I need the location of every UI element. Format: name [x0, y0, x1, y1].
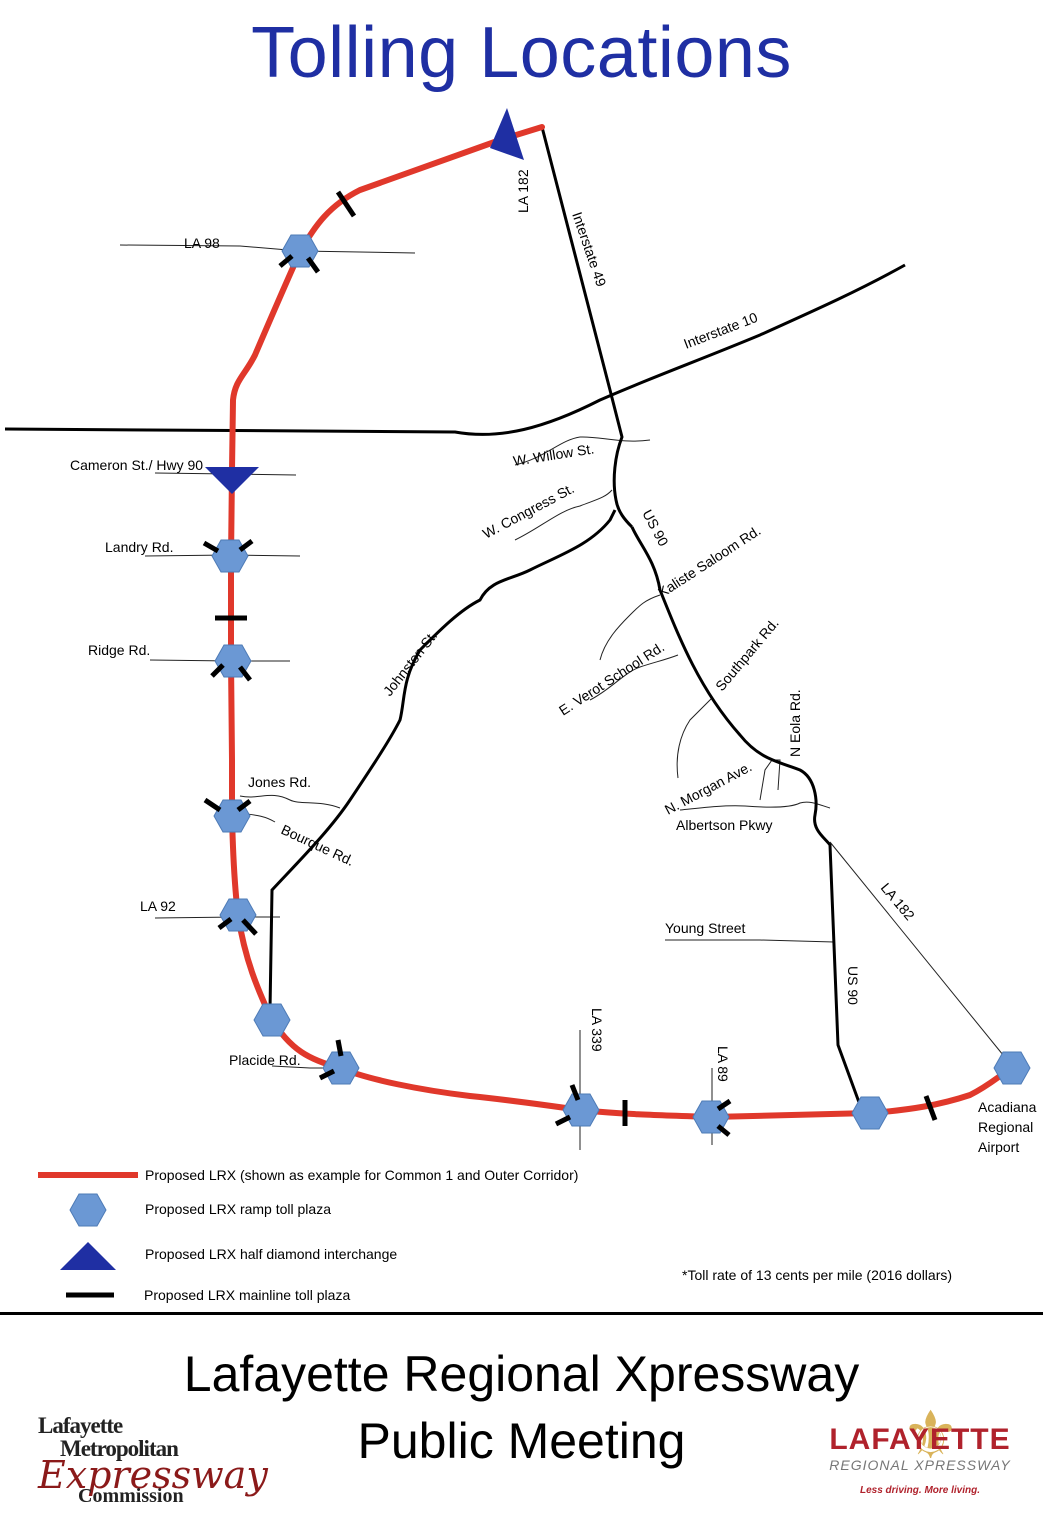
label-johnston: Johnston St.	[380, 628, 441, 699]
major-roads	[4, 126, 906, 1106]
us-90	[630, 526, 862, 1106]
label-i49: Interstate 49	[569, 210, 610, 289]
la98-line	[119, 244, 416, 254]
lrx-route	[228, 124, 1015, 1121]
label-airport-3: Airport	[978, 1139, 1019, 1155]
label-eola: N Eola Rd.	[787, 689, 803, 757]
plaza-landry[interactable]	[211, 539, 249, 573]
footer-title-line2: Public Meeting	[357, 1413, 686, 1469]
label-us90-north: US 90	[639, 507, 671, 549]
legend-interchange-label: Proposed LRX half diamond interchange	[145, 1246, 397, 1262]
label-young: Young Street	[665, 920, 746, 936]
label-la182-north: LA 182	[515, 169, 531, 213]
verot-line	[589, 654, 679, 701]
label-i10: Interstate 10	[681, 309, 760, 352]
kaliste-line	[599, 594, 661, 661]
label-la98: LA 98	[184, 235, 220, 251]
young-line	[665, 939, 835, 943]
legend-ramp-label: Proposed LRX ramp toll plaza	[145, 1201, 331, 1217]
label-us90-south: US 90	[845, 966, 861, 1005]
mainline-airport[interactable]	[923, 1095, 938, 1121]
label-verot: E. Verot School Rd.	[556, 639, 667, 719]
interchange-cameron[interactable]	[205, 467, 259, 494]
legend-mainline-label: Proposed LRX mainline toll plaza	[144, 1287, 350, 1303]
southpark-line	[676, 697, 713, 779]
label-bourque: Bourque Rd.	[279, 821, 357, 869]
la92-line	[154, 916, 280, 919]
label-airport-2: Regional	[978, 1119, 1033, 1135]
legend-interchange-swatch	[60, 1242, 116, 1270]
label-la92: LA 92	[140, 898, 176, 914]
albertson-line	[679, 801, 831, 811]
ramp-toll-plazas	[211, 234, 1031, 1134]
label-albertson: Albertson Pkwy	[676, 817, 772, 833]
plaza-airport[interactable]	[993, 1051, 1031, 1085]
label-jones: Jones Rd.	[248, 774, 311, 790]
interstate-49	[540, 126, 634, 529]
willow-line	[514, 436, 651, 466]
eola-line	[759, 759, 781, 801]
label-cameron: Cameron St./ Hwy 90	[70, 457, 203, 473]
label-airport-1: Acadiana	[978, 1099, 1037, 1115]
footer-title-line1: Lafayette Regional Xpressway	[183, 1346, 860, 1402]
road-labels: LA 98 LA 182 Interstate 49 Interstate 10…	[70, 169, 1037, 1155]
label-la182-south: LA 182	[878, 880, 918, 924]
label-landry: Landry Rd.	[105, 539, 173, 555]
lrx-logo: ⚜ LAFAYETTE REGIONAL XPRESSWAY Less driv…	[815, 1395, 1025, 1505]
la182-south-line	[829, 841, 1013, 1067]
label-morgan: N. Morgan Ave.	[662, 758, 754, 817]
label-kaliste: Kaliste Saloom Rd.	[655, 522, 764, 600]
plaza-la339[interactable]	[562, 1093, 600, 1127]
label-southpark: Southpark Rd.	[712, 615, 782, 694]
legend-lrx-label: Proposed LRX (shown as example for Commo…	[145, 1167, 578, 1183]
mainline-north[interactable]	[335, 190, 357, 218]
congress-line	[514, 489, 613, 541]
lmec-logo: Lafayette Metropolitan Expressway Commis…	[38, 1413, 268, 1507]
label-willow: W. Willow St.	[512, 440, 595, 469]
interstate-10	[4, 263, 906, 436]
plaza-placide[interactable]	[322, 1051, 360, 1085]
toll-rate-note: *Toll rate of 13 cents per mile (2016 do…	[682, 1267, 952, 1283]
label-ridge: Ridge Rd.	[88, 642, 150, 658]
plaza-us90[interactable]	[851, 1096, 889, 1130]
footer-divider	[0, 1312, 1043, 1315]
interchange-la182[interactable]	[490, 108, 524, 160]
plaza-johnston[interactable]	[253, 1003, 291, 1037]
mainline-toll-plazas	[202, 190, 938, 1137]
johnston-st	[268, 509, 617, 1011]
label-placide: Placide Rd.	[229, 1052, 301, 1068]
legend: Proposed LRX (shown as example for Commo…	[38, 1167, 952, 1303]
label-la339: LA 339	[589, 1008, 605, 1052]
jones-line	[239, 794, 341, 809]
label-la89: LA 89	[715, 1046, 731, 1082]
legend-ramp-swatch	[69, 1193, 107, 1227]
page-title: Tolling Locations	[251, 13, 792, 93]
